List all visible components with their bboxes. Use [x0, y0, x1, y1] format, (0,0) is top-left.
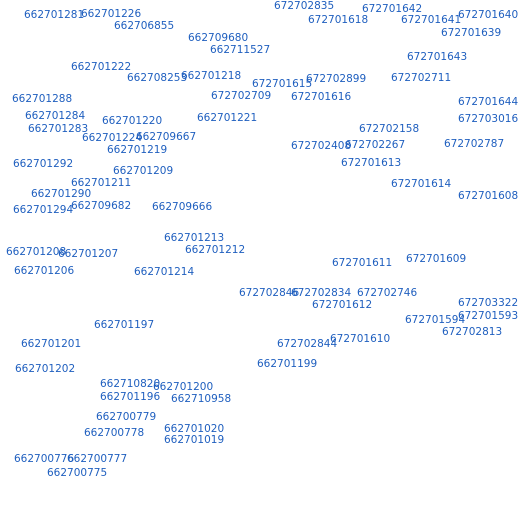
point-label[interactable]: 662701201 [21, 338, 82, 350]
point-label[interactable]: 662701214 [134, 266, 195, 278]
point-label[interactable]: 672701644 [458, 96, 518, 108]
point-label[interactable]: 662701202 [15, 363, 76, 375]
point-label[interactable]: 662701292 [13, 158, 74, 170]
point-label[interactable]: 672702899 [306, 73, 367, 85]
point-label[interactable]: 662701226 [81, 8, 142, 20]
point-label[interactable]: 662701213 [164, 232, 225, 244]
point-label[interactable]: 672701615 [252, 78, 313, 90]
point-label[interactable]: 662709667 [136, 131, 197, 143]
point-label[interactable]: 662701219 [107, 144, 168, 156]
point-label[interactable]: 662701200 [153, 381, 214, 393]
point-label[interactable]: 672701611 [332, 257, 393, 269]
point-label[interactable]: 662700776 [14, 453, 75, 465]
point-label[interactable]: 662709682 [71, 200, 132, 212]
point-label[interactable]: 672701641 [401, 14, 462, 26]
point-label[interactable]: 662701020 [164, 423, 225, 435]
point-label[interactable]: 662701019 [164, 434, 225, 446]
point-label[interactable]: 672703016 [458, 113, 518, 125]
point-label[interactable]: 672702711 [391, 72, 452, 84]
point-label[interactable]: 662708253 [127, 72, 188, 84]
point-label[interactable]: 672701616 [291, 91, 352, 103]
point-label[interactable]: 662701283 [28, 123, 89, 135]
point-label[interactable]: 672701639 [441, 27, 502, 39]
point-label[interactable]: 672702787 [444, 138, 505, 150]
point-label[interactable]: 662701209 [113, 165, 174, 177]
point-label[interactable]: 672701609 [406, 253, 467, 265]
point-label[interactable]: 672702158 [359, 123, 420, 135]
point-label[interactable]: 662701288 [12, 93, 73, 105]
point-label[interactable]: 662709666 [152, 201, 213, 213]
point-label[interactable]: 672701618 [308, 14, 369, 26]
point-label[interactable]: 672701640 [458, 9, 518, 21]
point-label[interactable]: 672703322 [458, 297, 518, 309]
point-label[interactable]: 672701593 [458, 310, 518, 322]
point-label[interactable]: 672702813 [442, 326, 503, 338]
point-label[interactable]: 662701207 [58, 248, 119, 260]
point-label[interactable]: 672702408 [291, 140, 352, 152]
point-label[interactable]: 662701294 [13, 204, 74, 216]
point-label[interactable]: 672702709 [211, 90, 272, 102]
point-label[interactable]: 672702746 [357, 287, 418, 299]
point-label[interactable]: 662701290 [31, 188, 92, 200]
point-label[interactable]: 672702846 [239, 287, 300, 299]
point-label[interactable]: 672702835 [274, 0, 335, 12]
point-label[interactable]: 662710958 [171, 393, 232, 405]
point-label[interactable]: 662700775 [47, 467, 108, 479]
point-label[interactable]: 672701594 [405, 314, 466, 326]
point-label[interactable]: 672702267 [345, 139, 406, 151]
point-label[interactable]: 662701281 [24, 9, 85, 21]
point-label[interactable]: 662701284 [25, 110, 86, 122]
point-label[interactable]: 672702844 [277, 338, 338, 350]
point-label[interactable]: 662701208 [6, 246, 67, 258]
point-label[interactable]: 672701643 [407, 51, 468, 63]
point-label[interactable]: 672701610 [330, 333, 391, 345]
point-label[interactable]: 662701212 [185, 244, 246, 256]
point-label[interactable]: 662701224 [82, 132, 143, 144]
point-label[interactable]: 672701642 [362, 3, 423, 15]
point-label[interactable]: 672701613 [341, 157, 402, 169]
point-label[interactable]: 672701612 [312, 299, 373, 311]
point-label[interactable]: 662706855 [114, 20, 175, 32]
point-label[interactable]: 662701206 [14, 265, 75, 277]
point-label[interactable]: 662700779 [96, 411, 157, 423]
point-label[interactable]: 662700778 [84, 427, 145, 439]
point-label[interactable]: 672701608 [458, 190, 518, 202]
point-label[interactable]: 662700777 [67, 453, 128, 465]
point-label[interactable]: 662701197 [94, 319, 155, 331]
point-label[interactable]: 662709680 [188, 32, 249, 44]
point-label[interactable]: 662701218 [181, 70, 242, 82]
point-label[interactable]: 662701220 [102, 115, 163, 127]
point-label[interactable]: 662701196 [100, 391, 161, 403]
point-label[interactable]: 662711527 [210, 44, 271, 56]
point-label[interactable]: 672701614 [391, 178, 452, 190]
point-label[interactable]: 672702834 [291, 287, 352, 299]
point-label[interactable]: 662710820 [100, 378, 161, 390]
point-label[interactable]: 662701221 [197, 112, 258, 124]
point-label[interactable]: 662701199 [257, 358, 318, 370]
point-label[interactable]: 662701222 [71, 61, 132, 73]
point-label[interactable]: 662701211 [71, 177, 132, 189]
